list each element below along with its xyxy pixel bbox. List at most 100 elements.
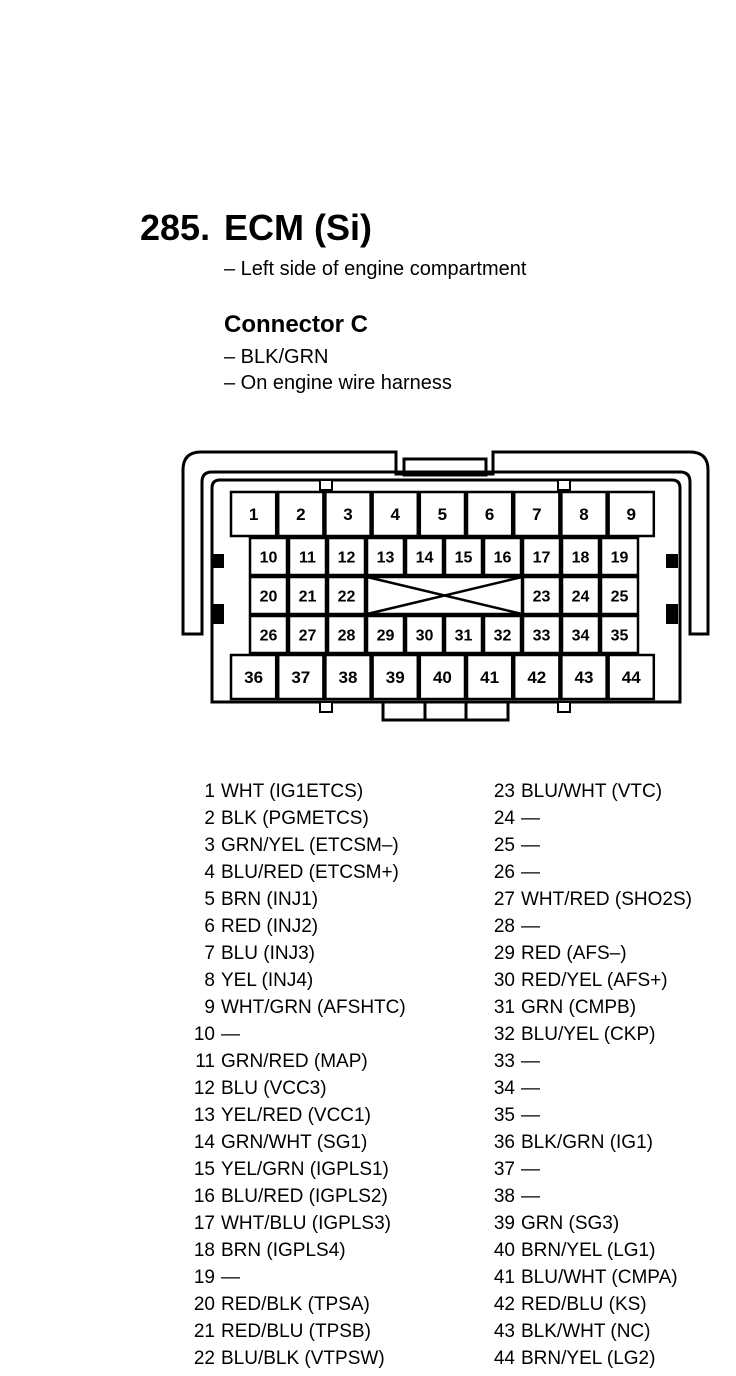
pin-number: 43 — [493, 1321, 515, 1342]
pin-number: 27 — [493, 889, 515, 910]
pin-number: 28 — [493, 916, 515, 937]
pin-number: 44 — [493, 1348, 515, 1369]
pin-cavity-label: 12 — [338, 550, 356, 567]
pin-number: 33 — [493, 1051, 515, 1072]
pin-cavity — [599, 614, 640, 655]
pin-wire-description: BRN/YEL (LG2) — [521, 1348, 656, 1369]
pin-cavity-label: 26 — [260, 628, 278, 645]
pin-cavity-label: 11 — [299, 550, 316, 567]
pin-number: 36 — [493, 1132, 515, 1153]
pin-cavity-label: 42 — [527, 668, 546, 687]
pin-wire-description: — — [521, 916, 540, 937]
pin-cavity — [287, 575, 328, 616]
pin-number: 30 — [493, 970, 515, 991]
pin-wire-description: BRN/YEL (LG1) — [521, 1240, 656, 1261]
pin-list-item: 35— — [489, 1102, 692, 1129]
pin-number: 12 — [193, 1078, 215, 1099]
pin-list-item: 26— — [489, 859, 692, 886]
pin-wire-description: — — [521, 808, 540, 829]
pin-cavity — [443, 614, 484, 655]
pin-cavity — [560, 575, 601, 616]
pin-wire-description: WHT/RED (SHO2S) — [521, 889, 692, 910]
pin-cavity — [326, 536, 367, 577]
pin-wire-description: BLU/BLK (VTPSW) — [221, 1348, 385, 1369]
pin-cavity-label: 9 — [626, 505, 635, 524]
pin-cavity — [599, 575, 640, 616]
pin-cavity — [599, 536, 640, 577]
pin-list-item: 23 BLU/WHT (VTC) — [489, 778, 692, 805]
pin-number: 13 — [193, 1105, 215, 1126]
pin-cavity-label: 39 — [386, 668, 405, 687]
pin-cavity — [276, 653, 325, 701]
pin-cavity-label: 16 — [494, 550, 512, 567]
pin-cavity-label: 2 — [296, 505, 305, 524]
pin-wire-description: BLU/RED (ETCSM+) — [221, 862, 399, 883]
pin-cavity-label: 31 — [455, 628, 473, 645]
pin-list-item: 25— — [489, 832, 692, 859]
pin-number: 26 — [493, 862, 515, 883]
pin-cavity — [276, 490, 325, 538]
pin-cavity-label: 44 — [622, 668, 641, 687]
pin-list-item: 24 — — [489, 805, 692, 832]
pin-cavity — [560, 490, 608, 538]
pin-cavity-label: 13 — [377, 550, 395, 567]
pin-wire-description: BLK/GRN (IG1) — [521, 1132, 653, 1153]
pin-number: 34 — [493, 1078, 515, 1099]
pin-wire-description: BRN (IGPLS4) — [221, 1240, 346, 1261]
pin-number: 37 — [493, 1159, 515, 1180]
pin-cavity — [229, 653, 278, 701]
pin-number: 10 — [193, 1024, 215, 1045]
pin-cavity — [560, 614, 601, 655]
pin-wire-description: WHT (IG1ETCS) — [221, 781, 364, 802]
pin-number: 11 — [195, 1051, 215, 1072]
pin-number: 17 — [193, 1213, 215, 1234]
pin-wire-description: BLU/WHT (VTC) — [521, 781, 663, 802]
pin-cavity — [287, 536, 328, 577]
pin-wire-description: YEL (INJ4) — [221, 970, 314, 991]
pin-cavity-label: 10 — [260, 550, 278, 567]
pin-wire-description: — — [521, 835, 540, 856]
pin-cavity — [326, 575, 367, 616]
pin-number: 24 — [493, 808, 515, 829]
pin-wire-description: BLK (PGMETCS) — [221, 808, 369, 829]
pin-number: 41 — [493, 1267, 515, 1288]
pin-wire-description: RED (AFS–) — [521, 943, 627, 964]
pin-wire-description: — — [521, 1159, 540, 1180]
pin-cavity-label: 4 — [390, 505, 400, 524]
pin-cavity — [248, 575, 289, 616]
pin-cavity — [418, 653, 467, 701]
pin-number: 29 — [493, 943, 515, 964]
pin-wire-description: — — [521, 1051, 540, 1072]
pin-cavity — [512, 653, 561, 701]
pin-number: 23 — [493, 781, 515, 802]
pin-wire-description: — — [521, 1078, 540, 1099]
pin-cavity-label: 5 — [438, 505, 447, 524]
pin-wire-description: BLU (INJ3) — [221, 943, 315, 964]
pin-wire-description: RED (INJ2) — [221, 916, 319, 937]
pin-cavity-label: 1 — [249, 505, 258, 524]
pin-cavity-label: 34 — [572, 628, 590, 645]
pin-list-item: 38— — [489, 1183, 692, 1210]
pin-cavity-label: 22 — [338, 589, 356, 606]
pin-cavity — [287, 614, 328, 655]
pin-number: 22 — [193, 1348, 215, 1369]
pin-cavity-label: 29 — [377, 628, 395, 645]
pin-cavity-label: 28 — [338, 628, 356, 645]
pin-number: 21 — [193, 1321, 215, 1342]
pin-number: 42 — [493, 1294, 515, 1315]
pin-wire-description: RED/BLK (TPSA) — [221, 1294, 370, 1315]
pin-number: 39 — [493, 1213, 515, 1234]
component-name: ECM (Si) — [224, 207, 372, 248]
pin-number: 5 — [204, 889, 215, 910]
pin-cavity-label: 38 — [339, 668, 358, 687]
connector-color: – BLK/GRN — [224, 346, 329, 368]
